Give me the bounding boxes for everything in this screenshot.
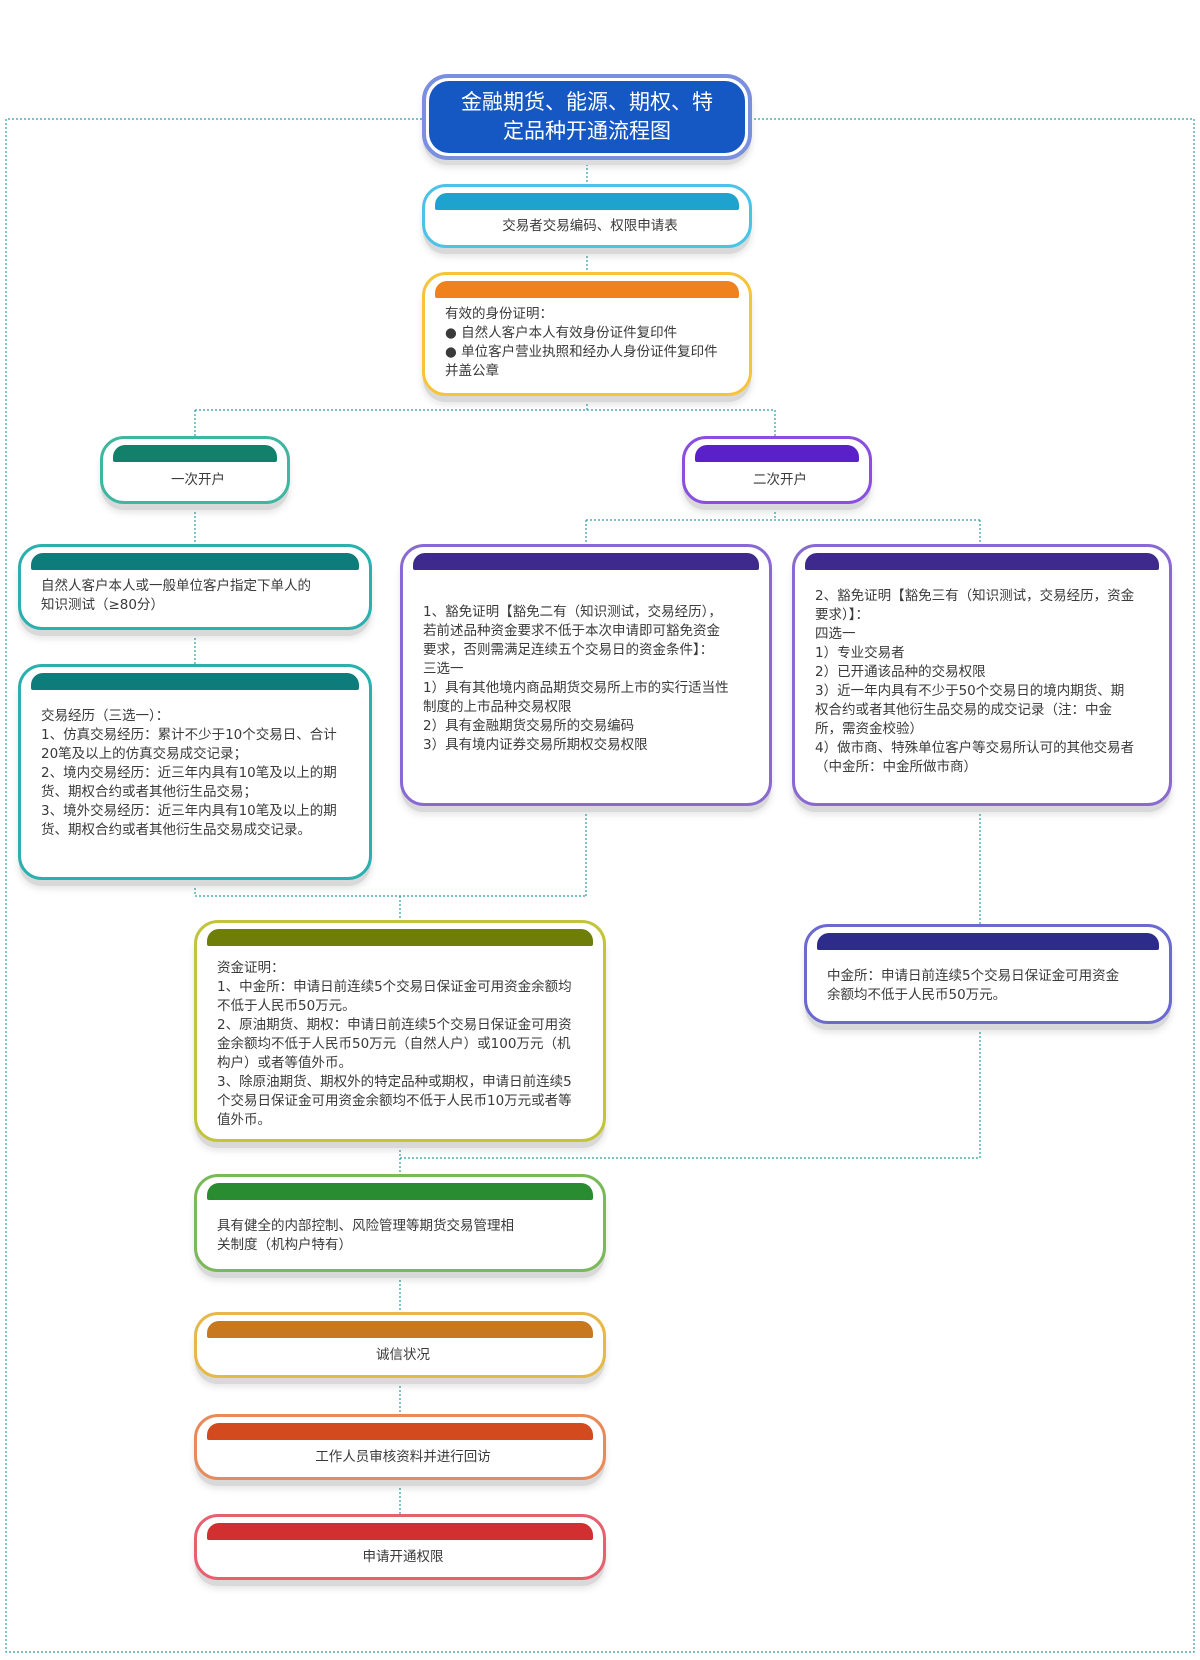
node-text: 自然人客户本人或一般单位客户指定下单人的 知识测试（≥80分） [41,578,311,613]
node-header-bar [805,553,1159,570]
node-text: 1、豁免证明【豁免二有（知识测试，交易经历）， 若前述品种资金要求不低于本次申请… [423,604,729,753]
node-text: 交易者交易编码、权限申请表 [502,217,678,234]
node-second-account: 二次开户 [682,436,872,504]
node-text: 工作人员审核资料并进行回访 [315,1448,491,1465]
node-text: 申请开通权限 [362,1548,444,1565]
node-internal-control: 具有健全的内部控制、风险管理等期货交易管理相 关制度（机构户特有） [194,1174,606,1272]
node-header-bar [435,281,739,298]
node-header-bar [435,193,739,210]
node-header-bar [31,553,359,570]
node-text: 诚信状况 [376,1346,430,1363]
node-text: 资金证明： 1、中金所：申请日前连续5个交易日保证金可用资金余额均 不低于人民币… [217,960,572,1128]
node-header-bar [413,553,759,570]
node-application-form: 交易者交易编码、权限申请表 [422,184,752,248]
node-cffex-fund: 中金所：申请日前连续5个交易日保证金可用资金 余额均不低于人民币50万元。 [804,924,1172,1024]
node-credit-status: 诚信状况 [194,1312,606,1378]
node-knowledge-test: 自然人客户本人或一般单位客户指定下单人的 知识测试（≥80分） [18,544,372,630]
node-header-bar [113,445,277,462]
node-text: 中金所：申请日前连续5个交易日保证金可用资金 余额均不低于人民币50万元。 [827,968,1120,1003]
node-header-bar [207,1423,593,1440]
node-header-bar [207,929,593,946]
node-text: 交易经历（三选一）： 1、仿真交易经历：累计不少于10个交易日、合计 20笔及以… [41,708,337,838]
node-first-account: 一次开户 [100,436,290,504]
node-apply-permission: 申请开通权限 [194,1514,606,1580]
node-trading-experience: 交易经历（三选一）： 1、仿真交易经历：累计不少于10个交易日、合计 20笔及以… [18,664,372,880]
node-header-bar [207,1183,593,1200]
node-text: 一次开户 [171,471,225,488]
node-fund-proof: 资金证明： 1、中金所：申请日前连续5个交易日保证金可用资金余额均 不低于人民币… [194,920,606,1142]
node-exemption-two: 1、豁免证明【豁免二有（知识测试，交易经历）， 若前述品种资金要求不低于本次申请… [400,544,772,806]
node-header-bar [207,1321,593,1338]
node-header-bar [817,933,1159,950]
node-text: 具有健全的内部控制、风险管理等期货交易管理相 关制度（机构户特有） [217,1218,514,1253]
node-staff-review: 工作人员审核资料并进行回访 [194,1414,606,1480]
node-header-bar [207,1523,593,1540]
chart-title-node: 金融期货、能源、期权、特 定品种开通流程图 [422,74,752,160]
chart-title: 金融期货、能源、期权、特 定品种开通流程图 [429,81,745,153]
node-header-bar [695,445,859,462]
node-text: 有效的身份证明： ● 自然人客户本人有效身份证件复印件 ● 单位客户营业执照和经… [445,306,718,379]
node-header-bar [31,673,359,690]
node-text: 2、豁免证明【豁免三有（知识测试，交易经历，资金 要求）】： 四选一 1）专业交… [815,588,1135,775]
node-text: 二次开户 [753,471,807,488]
node-id-proof: 有效的身份证明： ● 自然人客户本人有效身份证件复印件 ● 单位客户营业执照和经… [422,272,752,396]
node-exemption-three: 2、豁免证明【豁免三有（知识测试，交易经历，资金 要求）】： 四选一 1）专业交… [792,544,1172,806]
